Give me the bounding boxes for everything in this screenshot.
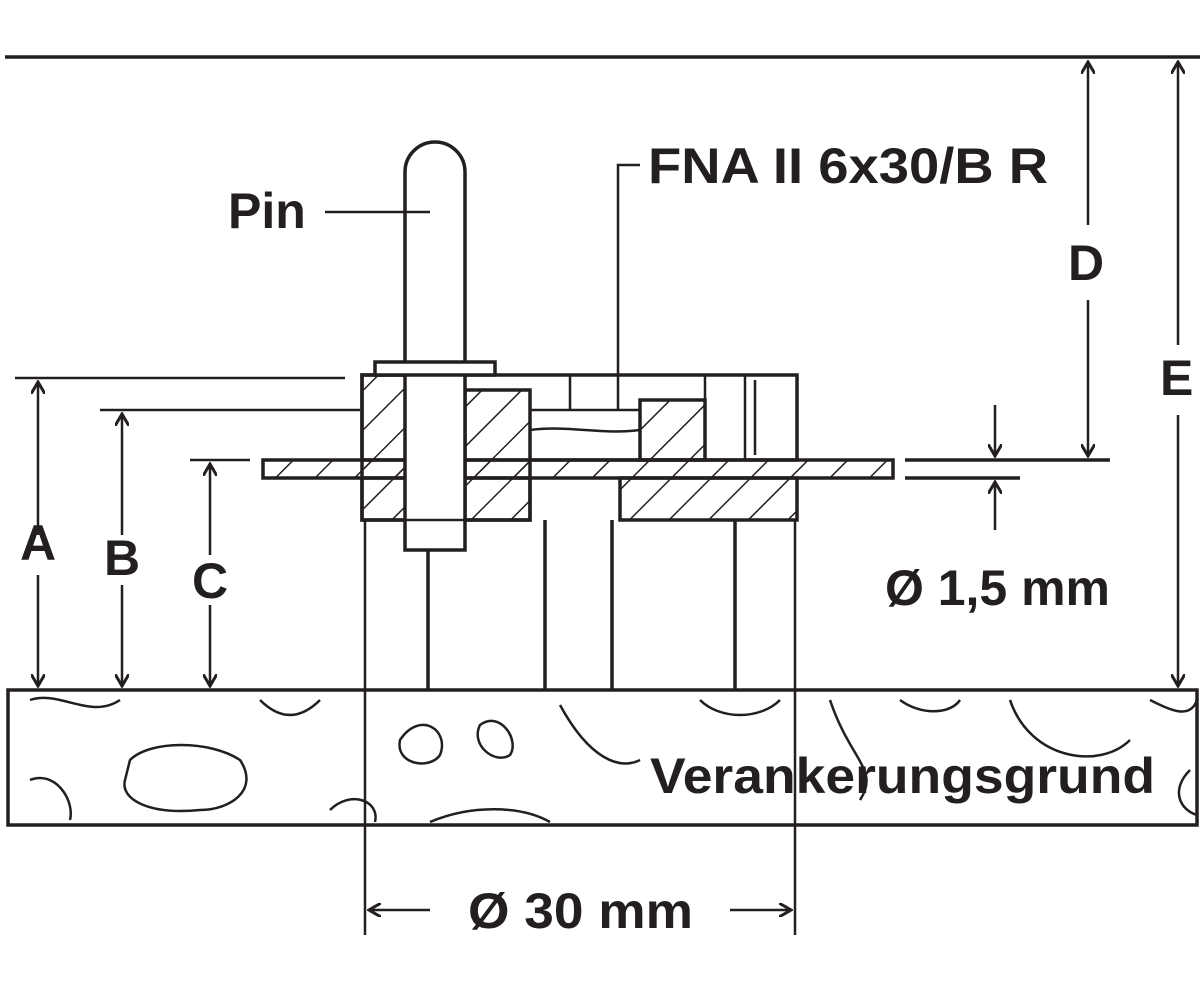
plate [261,458,895,480]
anchor-legs [426,520,737,690]
dimension-a: A [15,376,345,686]
anchor-body [360,373,799,522]
pin [373,140,497,552]
anchor-base: Verankerungsgrund [6,688,1199,827]
product-label: FNA II 6x30/B R [648,138,1048,194]
dimension-diameter: Ø 30 mm [363,520,797,939]
svg-text:E: E [1160,350,1193,406]
dimension-d: D [1068,62,1104,456]
dimension-b: B [100,408,360,686]
pin-label: Pin [228,183,306,239]
svg-text:D: D [1068,235,1104,291]
base-label: Verankerungsgrund [650,748,1155,804]
svg-text:B: B [104,530,140,586]
dimension-plate-thickness: Ø 1,5 mm [885,405,1110,616]
dimension-e: E [1160,62,1193,686]
svg-text:Ø 30 mm: Ø 30 mm [468,883,693,939]
dimension-c: C [190,458,250,686]
svg-text:Ø 1,5 mm: Ø 1,5 mm [885,560,1110,616]
svg-text:C: C [192,553,228,609]
svg-text:A: A [20,515,56,571]
